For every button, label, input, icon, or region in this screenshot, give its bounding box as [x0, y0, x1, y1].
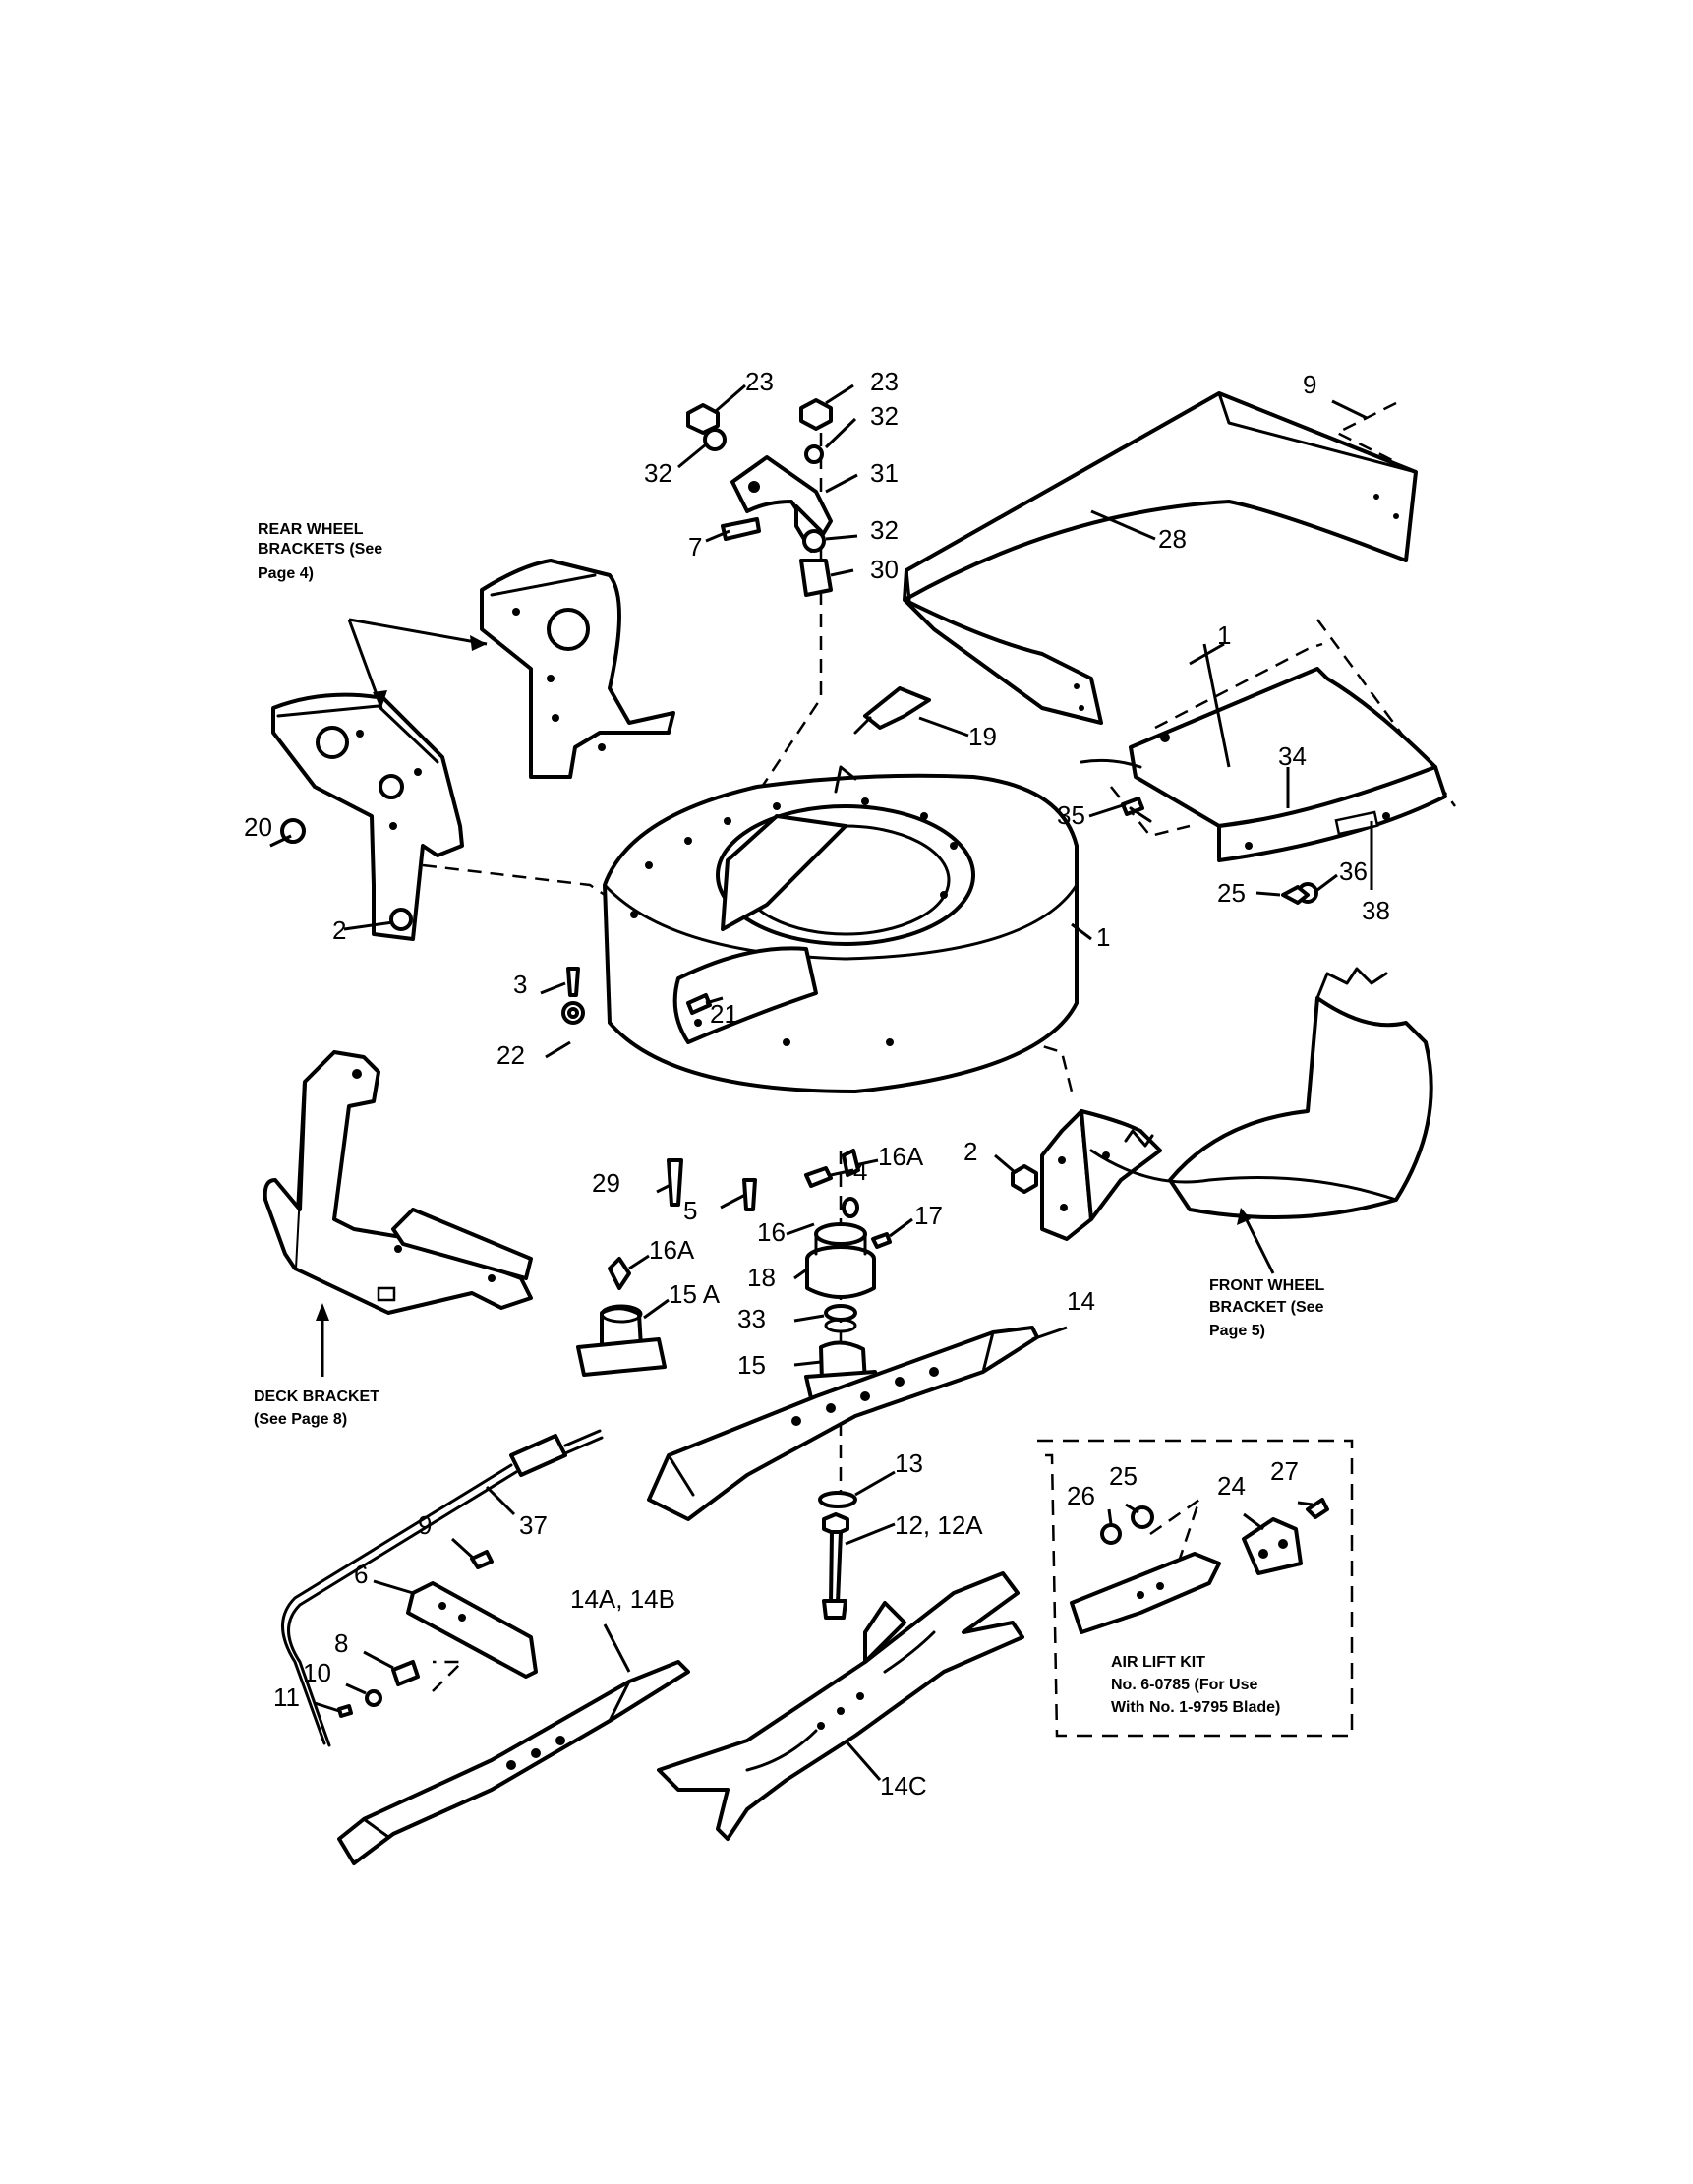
control-cable	[281, 1429, 604, 1747]
callout-33: 33	[737, 1304, 766, 1333]
callout-32-left: 32	[644, 458, 672, 488]
callout-21: 21	[710, 999, 738, 1029]
callout-3: 3	[513, 970, 527, 999]
deck-bracket	[263, 1050, 533, 1315]
callout-16a-right: 16A	[878, 1142, 924, 1171]
front-wheel-bracket-note: FRONT WHEEL BRACKET (See Page 5)	[1209, 1208, 1325, 1339]
front-wheel-label-line1: FRONT WHEEL	[1209, 1277, 1325, 1294]
callout-8: 8	[334, 1628, 348, 1658]
callout-19: 19	[968, 722, 997, 751]
callout-10: 10	[303, 1658, 331, 1687]
callout-7: 7	[688, 532, 702, 561]
callout-17: 17	[914, 1201, 943, 1230]
air-lift-label-line2: No. 6-0785 (For Use	[1111, 1677, 1257, 1693]
callout-22: 22	[496, 1040, 525, 1070]
callout-18: 18	[747, 1263, 776, 1292]
callout-16a-left: 16A	[649, 1235, 695, 1265]
baffle-clip	[853, 686, 931, 735]
front-wheel-bracket	[1040, 967, 1433, 1241]
callout-37: 37	[519, 1510, 548, 1540]
hardware-top	[686, 398, 833, 597]
air-lift-label-line3: With No. 1-9795 Blade)	[1111, 1699, 1280, 1716]
callout-32-lower: 32	[870, 515, 899, 545]
callout-24: 24	[1217, 1471, 1246, 1501]
callout-2-right: 2	[963, 1137, 977, 1166]
callout-15a: 15 A	[669, 1279, 721, 1309]
blade-14a-14b	[337, 1660, 690, 1865]
callout-14c: 14C	[880, 1771, 927, 1800]
side-chute-cover	[1080, 667, 1447, 862]
callout-25-chute: 25	[1217, 878, 1246, 908]
callout-31: 31	[870, 458, 899, 488]
callout-5: 5	[683, 1196, 697, 1225]
callout-38: 38	[1362, 896, 1390, 925]
callout-25-kit: 25	[1109, 1461, 1138, 1491]
callout-23-right: 23	[870, 367, 899, 396]
callout-9-bottom: 9	[418, 1510, 432, 1540]
callout-20: 20	[244, 812, 272, 842]
callout-numbers: 23 23 32 32 31 7 32 30 9 28 1 19 34 35 2…	[244, 367, 1390, 1800]
callout-15: 15	[737, 1350, 766, 1380]
rear-wheel-bracket-note: REAR WHEEL BRACKETS (See Page 4)	[258, 521, 488, 709]
air-lift-label-line1: AIR LIFT KIT	[1111, 1654, 1205, 1671]
rear-wheel-label-line1: REAR WHEEL	[258, 521, 364, 538]
callout-29: 29	[592, 1168, 620, 1198]
callout-1-chute: 1	[1217, 620, 1231, 650]
callout-14: 14	[1067, 1286, 1095, 1316]
callout-1-deck: 1	[1096, 922, 1110, 952]
leader-lines	[269, 384, 1373, 1781]
front-wheel-label-line2: BRACKET (See	[1209, 1299, 1324, 1316]
deck-bracket-note: DECK BRACKET (See Page 8)	[254, 1303, 379, 1428]
callout-27: 27	[1270, 1456, 1299, 1486]
callout-13: 13	[895, 1448, 923, 1478]
mower-deck-housing	[603, 765, 1079, 1093]
rear-wheel-bracket-upper	[480, 559, 675, 779]
blade-bolt-washer	[818, 1491, 857, 1620]
callout-4: 4	[853, 1156, 867, 1186]
callout-9-top: 9	[1303, 370, 1316, 399]
deck-bracket-label-line1: DECK BRACKET	[254, 1388, 379, 1405]
callout-2-left: 2	[332, 915, 346, 945]
callout-28: 28	[1158, 524, 1187, 554]
front-wheel-label-line3: Page 5)	[1209, 1323, 1265, 1339]
callout-30: 30	[870, 555, 899, 584]
callout-32-upper: 32	[870, 401, 899, 431]
chute-hardware	[1121, 797, 1318, 905]
cable-bracket	[337, 1550, 538, 1718]
air-lift-kit-inset: AIR LIFT KIT No. 6-0785 (For Use With No…	[1037, 1439, 1354, 1738]
callout-35: 35	[1057, 800, 1085, 830]
callout-36: 36	[1339, 856, 1368, 886]
blade-14c-mulching	[657, 1571, 1024, 1841]
rear-wheel-bracket-lower	[271, 692, 464, 941]
callout-16: 16	[757, 1217, 786, 1247]
callout-11: 11	[273, 1682, 300, 1712]
rear-wheel-label-line3: Page 4)	[258, 565, 314, 582]
rear-deflector-shield	[903, 391, 1418, 725]
callout-14a-14b: 14A, 14B	[570, 1584, 675, 1614]
deck-bracket-label-line2: (See Page 8)	[254, 1411, 347, 1428]
rear-wheel-label-line2: BRACKETS (See	[258, 541, 382, 558]
callout-12-12a: 12, 12A	[895, 1510, 983, 1540]
spindle-assembly-alt	[576, 1257, 667, 1377]
callout-23-left: 23	[745, 367, 774, 396]
small-hardware	[280, 818, 1038, 1211]
callout-26: 26	[1067, 1481, 1095, 1510]
callout-34: 34	[1278, 741, 1307, 771]
callout-6: 6	[354, 1560, 368, 1589]
